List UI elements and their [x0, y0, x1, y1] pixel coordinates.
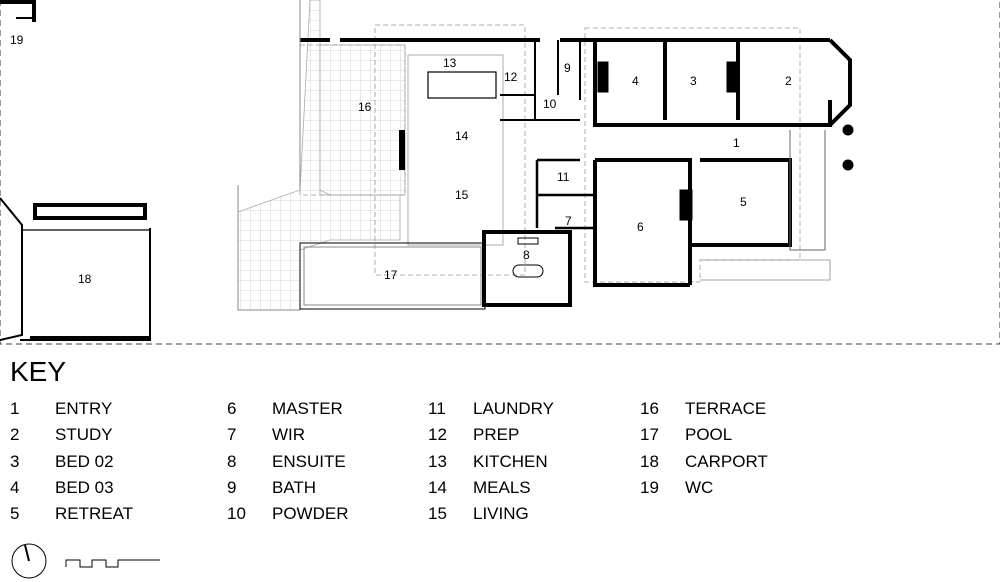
paving — [237, 0, 504, 311]
room-number: 10 — [543, 97, 557, 111]
room-number: 8 — [523, 248, 530, 262]
room-number: 19 — [10, 33, 24, 47]
room-number: 14 — [455, 129, 469, 143]
room-number: 11 — [557, 170, 570, 184]
room-number: 13 — [443, 56, 457, 70]
room-number: 1 — [733, 136, 740, 150]
scale-bar-icon — [65, 559, 160, 568]
house-walls — [300, 38, 854, 307]
carport — [0, 197, 151, 341]
fence — [237, 0, 301, 311]
room-number: 6 — [637, 220, 644, 234]
room-number: 18 — [78, 272, 92, 286]
room-number: 3 — [690, 74, 697, 88]
room-numbers: 1 2 3 4 5 6 7 8 9 10 11 12 13 14 15 16 1… — [10, 33, 792, 286]
room-number: 7 — [565, 214, 572, 228]
key-title: KEY — [10, 356, 67, 387]
room-number: 2 — [785, 74, 792, 88]
room-number: 4 — [632, 74, 639, 88]
room-number: 9 — [564, 61, 571, 75]
wc-building — [0, 0, 36, 22]
site-boundary — [0, 0, 1000, 345]
room-number: 12 — [504, 70, 518, 84]
north-arrow-icon — [11, 543, 47, 579]
room-number: 15 — [455, 188, 469, 202]
room-number: 17 — [384, 268, 398, 282]
room-number: 16 — [358, 100, 372, 114]
room-number: 5 — [740, 195, 747, 209]
